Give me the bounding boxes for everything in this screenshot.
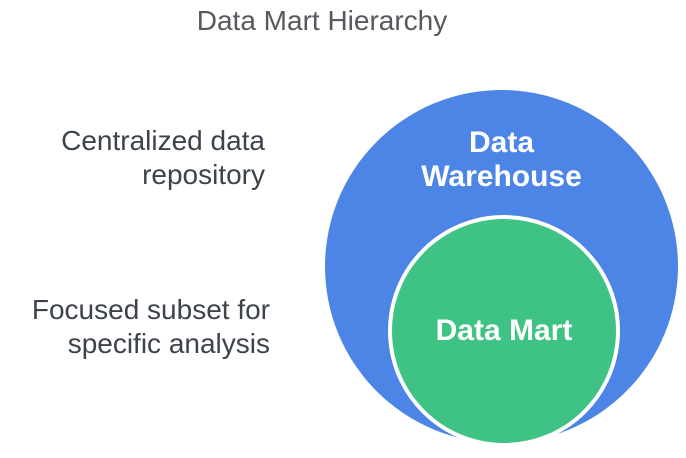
page-title: Data Mart Hierarchy: [196, 5, 448, 36]
data-mart-label: Data Mart: [435, 314, 573, 347]
mart-annotation-line1: Focused subset for: [31, 294, 270, 325]
warehouse-annotation-line2: repository: [142, 159, 265, 190]
mart-annotation-line2: specific analysis: [67, 328, 270, 359]
warehouse-annotation-line1: Centralized data: [61, 125, 265, 156]
warehouse-annotation: Centralized data repository: [61, 124, 265, 192]
data-warehouse-label: Data Warehouse: [421, 126, 582, 194]
data-warehouse-label-line1: Data: [468, 126, 535, 159]
data-mart-circle: Data Mart: [388, 215, 620, 447]
data-warehouse-label-line2: Warehouse: [421, 160, 582, 193]
mart-annotation: Focused subset for specific analysis: [32, 293, 270, 361]
